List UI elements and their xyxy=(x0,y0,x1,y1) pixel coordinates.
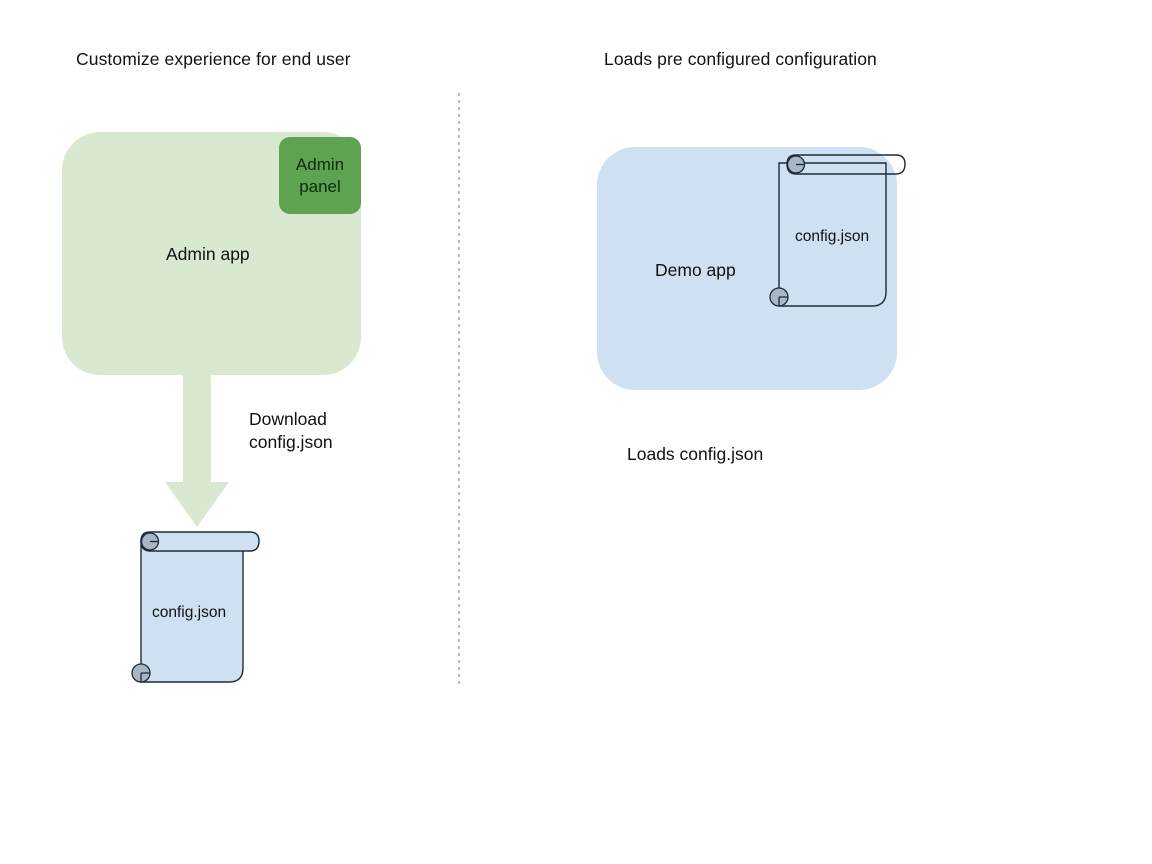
config-json-label-left: config.json xyxy=(152,604,227,621)
config-json-document-right[interactable] xyxy=(762,148,914,316)
admin-panel-label: Admin panel xyxy=(295,154,345,196)
download-config-label: Download config.json xyxy=(249,409,333,452)
loads-config-caption: Loads config.json xyxy=(627,444,764,464)
demo-app-container xyxy=(597,147,897,390)
download-arrow-icon xyxy=(165,360,229,527)
admin-panel-node[interactable]: Admin panel xyxy=(279,137,361,214)
left-column-title: Customize experience for end user xyxy=(76,49,351,69)
right-column-title: Loads pre configured configuration xyxy=(604,49,877,69)
column-divider xyxy=(458,93,460,687)
admin-app-label: Admin app xyxy=(166,244,250,264)
demo-app-label: Demo app xyxy=(655,260,736,280)
config-json-document-left[interactable] xyxy=(118,526,270,694)
config-json-label-right: config.json xyxy=(795,228,870,245)
